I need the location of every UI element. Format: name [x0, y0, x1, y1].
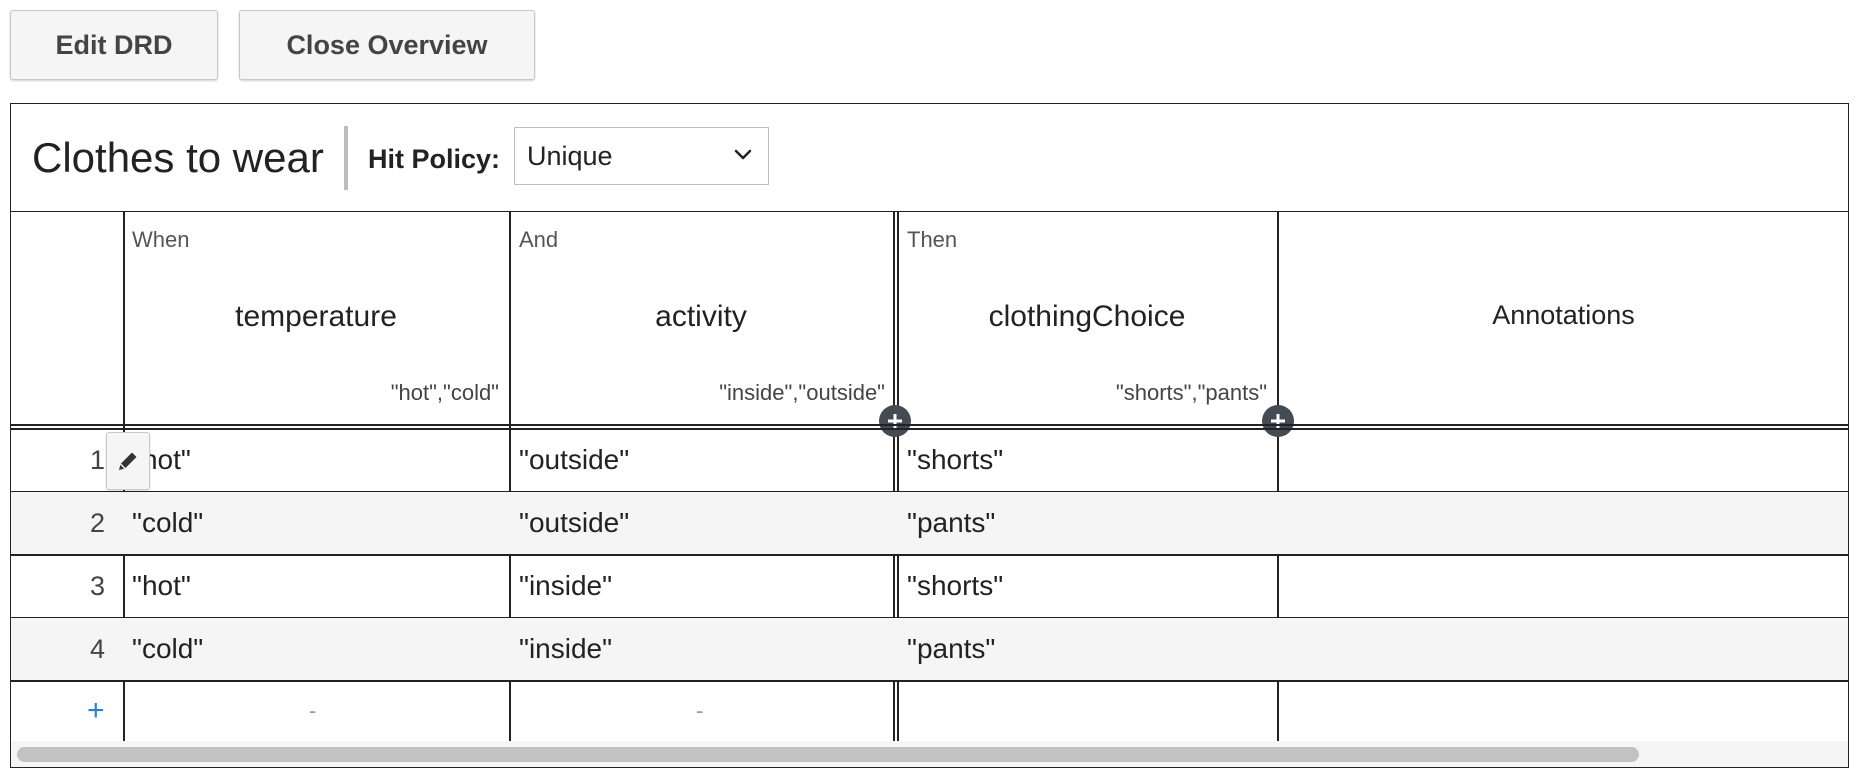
column-clause-label: Then: [907, 227, 958, 252]
table-row[interactable]: 2 "cold" "outside" "pants": [11, 492, 1848, 554]
column-allowed-values: "inside","outside": [719, 380, 885, 405]
row-divider: [11, 680, 1848, 682]
row-divider: [11, 617, 1848, 619]
cell-activity[interactable]: "inside": [519, 633, 613, 664]
add-output-column-button[interactable]: [1262, 405, 1294, 437]
cell-clothingchoice[interactable]: "pants": [907, 633, 996, 664]
horizontal-scrollbar[interactable]: [11, 741, 1848, 767]
row-divider: [11, 554, 1848, 556]
plus-icon: [1271, 414, 1285, 428]
column-title: Annotations: [1492, 300, 1635, 330]
cell-activity[interactable]: "outside": [519, 444, 630, 475]
cell-clothingchoice[interactable]: "shorts": [907, 570, 1004, 601]
hit-policy-select[interactable]: Unique: [514, 127, 769, 185]
header-divider: [11, 424, 1848, 426]
col-divider: [893, 212, 895, 742]
column-clause-label: When: [132, 227, 190, 252]
cell-clothingchoice[interactable]: "pants": [907, 507, 996, 538]
table-row[interactable]: 1 "hot" "outside" "shorts": [11, 429, 1848, 491]
header-separator: [344, 126, 348, 190]
column-clause-label: And: [519, 227, 559, 252]
table-name[interactable]: Clothes to wear: [32, 134, 324, 181]
table-row[interactable]: 4 "cold" "inside" "pants": [11, 618, 1848, 680]
rule-number: 1: [89, 445, 105, 475]
cell-activity[interactable]: "inside": [519, 570, 613, 601]
table-header: Clothes to wear Hit Policy: Unique: [11, 104, 1848, 212]
header-divider: [11, 428, 1848, 430]
column-allowed-values: "hot","cold": [390, 380, 499, 405]
col-divider: [1277, 212, 1279, 742]
column-title: temperature: [235, 300, 397, 333]
close-overview-button[interactable]: Close Overview: [239, 10, 535, 80]
hit-policy-value: Unique: [527, 140, 613, 171]
empty-input-placeholder: -: [309, 698, 317, 723]
cell-temperature[interactable]: "cold": [132, 507, 204, 538]
pencil-icon: [119, 452, 137, 470]
cell-activity[interactable]: "outside": [519, 507, 630, 538]
column-allowed-values: "shorts","pants": [1115, 380, 1267, 405]
add-rule-button[interactable]: +: [87, 694, 105, 727]
empty-input-placeholder: -: [696, 698, 704, 723]
table-row[interactable]: 3 "hot" "inside" "shorts": [11, 555, 1848, 617]
row-divider: [11, 491, 1848, 493]
add-input-column-button[interactable]: [879, 405, 911, 437]
decision-table: Clothes to wear Hit Policy: Unique When …: [10, 103, 1849, 768]
scrollbar-thumb[interactable]: [17, 747, 1639, 762]
cell-temperature[interactable]: "cold": [132, 633, 204, 664]
col-divider: [509, 212, 511, 742]
hit-policy-label: Hit Policy:: [368, 144, 501, 174]
plus-icon: [888, 414, 902, 428]
col-divider: [897, 212, 899, 742]
column-title: clothingChoice: [988, 300, 1186, 333]
rule-number: 3: [89, 571, 105, 601]
rule-number: 2: [89, 508, 105, 538]
edit-drd-button[interactable]: Edit DRD: [10, 10, 218, 80]
chevron-down-icon: [734, 149, 752, 160]
cell-clothingchoice[interactable]: "shorts": [907, 444, 1004, 475]
rule-number: 4: [89, 634, 105, 664]
column-title: activity: [655, 300, 747, 333]
cell-temperature[interactable]: "hot": [132, 570, 191, 601]
edit-cell-button[interactable]: [106, 432, 150, 490]
